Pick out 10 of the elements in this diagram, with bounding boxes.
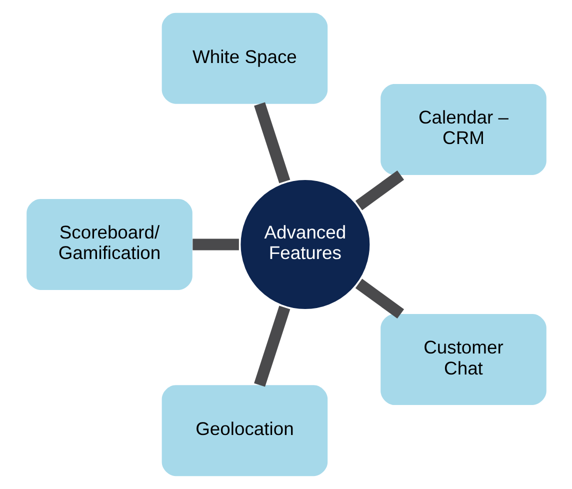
node-box: Scoreboard/ Gamification [26,199,192,290]
connector [254,306,290,387]
node-box: Geolocation [161,385,328,476]
connector [254,102,290,184]
connector [192,238,238,250]
node-box: Customer Chat [380,314,546,405]
node-box: White Space [161,12,328,104]
node-box: Calendar – CRM [380,84,546,175]
connector [354,170,404,210]
connector [354,278,404,319]
